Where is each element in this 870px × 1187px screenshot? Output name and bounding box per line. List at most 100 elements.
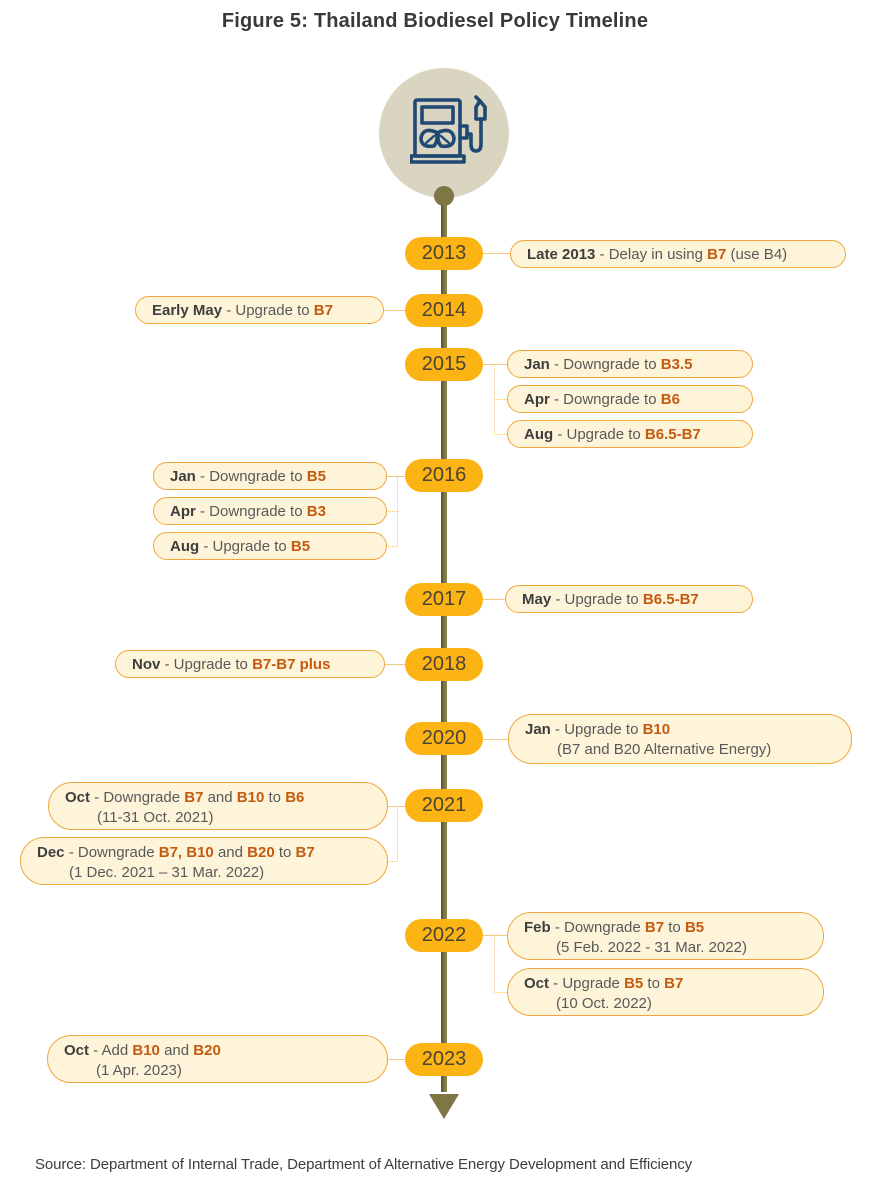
text-segment: B7: [295, 844, 315, 861]
text-segment: - Upgrade to: [160, 655, 253, 673]
event-callout: Apr - Downgrade to B3: [153, 497, 387, 525]
text-segment: - Upgrade to: [199, 537, 291, 555]
event-text: (10 Oct. 2022): [556, 994, 811, 1014]
year-badge-2016: 2016: [405, 459, 483, 492]
text-segment: (10 Oct. 2022): [556, 995, 652, 1012]
text-segment: B20: [193, 1042, 221, 1059]
figure-title: Figure 5: Thailand Biodiesel Policy Time…: [221, 10, 649, 32]
text-segment: Aug: [524, 425, 554, 443]
text-segment: Apr: [524, 390, 550, 408]
text-segment: to: [664, 919, 685, 936]
event-callout: Aug - Upgrade to B6.5-B7: [507, 420, 753, 448]
event-callout: Dec - Downgrade B7, B10 and B20 to B7 (1…: [20, 837, 388, 885]
connector-dotted: [388, 511, 397, 512]
eco-fuel-pump-icon: [410, 95, 487, 164]
text-segment: B7: [313, 301, 333, 319]
text-segment: B5: [624, 975, 644, 992]
text-segment: (5 Feb. 2022 - 31 Mar. 2022): [556, 939, 747, 956]
year-badge-2017: 2017: [405, 583, 483, 616]
text-segment: B6: [660, 390, 680, 408]
event-text: Oct - Downgrade B7 and B10 to B6: [65, 788, 375, 808]
text-segment: - Delay in using: [595, 245, 708, 263]
text-segment: (1 Dec. 2021 – 31 Mar. 2022): [69, 864, 265, 881]
connector-dotted: [388, 546, 397, 547]
event-callout: Aug - Upgrade to B5: [153, 532, 387, 560]
event-callout: Oct - Add B10 and B20 (1 Apr. 2023): [47, 1035, 388, 1083]
text-segment: (B7 and B20 Alternative Energy): [557, 741, 772, 758]
text-segment: B10: [642, 721, 671, 738]
event-text: Dec - Downgrade B7, B10 and B20 to B7: [37, 843, 375, 863]
text-segment: (1 Apr. 2023): [96, 1062, 182, 1079]
event-text: Jan - Downgrade to B5: [170, 468, 326, 485]
year-badge-2023: 2023: [405, 1043, 483, 1076]
text-segment: - Downgrade: [64, 844, 159, 861]
text-segment: (11-31 Oct. 2021): [97, 809, 214, 826]
text-segment: B7-B7 plus: [252, 655, 331, 673]
event-text: (B7 and B20 Alternative Energy): [557, 740, 839, 760]
text-segment: and: [213, 844, 248, 861]
text-segment: - Downgrade to: [195, 467, 307, 485]
event-callout: Oct - Downgrade B7 and B10 to B6 (11-31 …: [48, 782, 388, 830]
year-badge-2022: 2022: [405, 919, 483, 952]
event-text: Oct - Add B10 and B20: [64, 1041, 375, 1061]
event-text: Apr - Downgrade to B3: [170, 503, 326, 520]
text-segment: B7: [644, 919, 665, 936]
timeline-start-dot: [434, 186, 454, 206]
event-callout: Nov - Upgrade to B7-B7 plus: [115, 650, 385, 678]
event-text: Jan - Downgrade to B3.5: [524, 356, 692, 373]
connector-dotted: [494, 399, 507, 400]
event-callout: Apr - Downgrade to B6: [507, 385, 753, 413]
event-callout: Late 2013 - Delay in using B7 (use B4): [510, 240, 846, 268]
event-text: Early May - Upgrade to B7: [152, 302, 333, 319]
text-segment: - Downgrade to: [549, 390, 661, 408]
text-segment: - Downgrade to: [549, 355, 661, 373]
year-badge-2015: 2015: [405, 348, 483, 381]
text-segment: B10: [236, 789, 265, 806]
event-text: Aug - Upgrade to B6.5-B7: [524, 426, 701, 443]
connector-dotted: [494, 434, 507, 435]
text-segment: - Downgrade to: [195, 502, 307, 520]
event-text: (5 Feb. 2022 - 31 Mar. 2022): [556, 938, 811, 958]
event-text: Nov - Upgrade to B7-B7 plus: [132, 656, 330, 673]
text-segment: Nov: [132, 655, 161, 673]
text-segment: B6: [285, 789, 305, 806]
text-segment: - Upgrade to: [222, 301, 314, 319]
year-badge-2013: 2013: [405, 237, 483, 270]
text-segment: Oct: [65, 789, 91, 806]
event-text: Feb - Downgrade B7 to B5: [524, 918, 811, 938]
event-text: Jan - Upgrade to B10: [525, 720, 839, 740]
text-segment: - Upgrade: [549, 975, 625, 992]
text-segment: B20: [247, 844, 275, 861]
connector-line: [388, 1059, 405, 1060]
connector-dotted: [388, 861, 397, 862]
text-segment: B7, B10: [158, 844, 214, 861]
event-callout: Jan - Upgrade to B10 (B7 and B20 Alterna…: [508, 714, 852, 764]
event-text: (1 Apr. 2023): [96, 1061, 375, 1081]
connector-line: [483, 739, 508, 740]
text-segment: B5: [306, 467, 326, 485]
text-segment: B7: [664, 975, 684, 992]
text-segment: to: [274, 844, 296, 861]
event-text: (11-31 Oct. 2021): [97, 808, 375, 828]
event-text: Aug - Upgrade to B5: [170, 538, 310, 555]
text-segment: Jan: [170, 467, 196, 485]
text-segment: - Downgrade: [550, 919, 645, 936]
year-badge-2021: 2021: [405, 789, 483, 822]
year-badge-2020: 2020: [405, 722, 483, 755]
text-segment: B7: [707, 245, 727, 263]
connector-line: [483, 253, 510, 254]
text-segment: to: [264, 789, 286, 806]
text-segment: - Upgrade to: [553, 425, 645, 443]
text-segment: and: [203, 789, 237, 806]
connector-line: [483, 935, 507, 936]
text-segment: Dec: [37, 844, 65, 861]
text-segment: - Upgrade to: [551, 590, 643, 608]
connector-line: [483, 599, 505, 600]
connector-line: [387, 476, 405, 477]
year-badge-2014: 2014: [405, 294, 483, 327]
text-segment: Feb: [524, 919, 551, 936]
connector-line: [385, 664, 405, 665]
event-callout: Feb - Downgrade B7 to B5 (5 Feb. 2022 - …: [507, 912, 824, 960]
text-segment: Late 2013: [527, 245, 596, 263]
